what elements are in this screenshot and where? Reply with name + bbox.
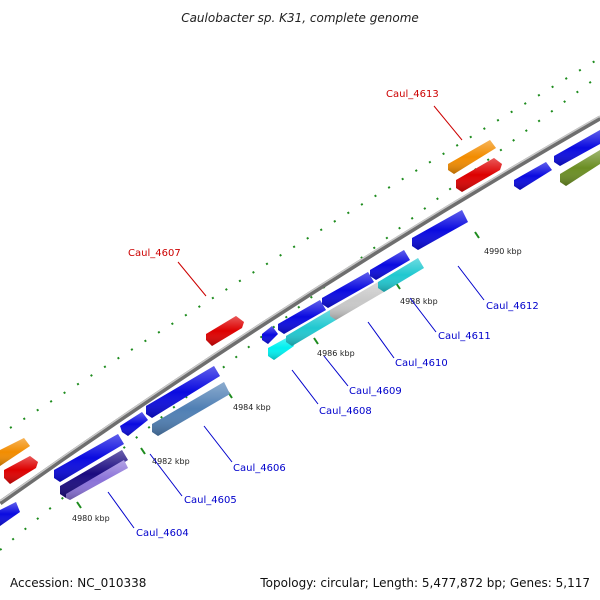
tick-label-4980: 4980 kbp [72, 514, 110, 523]
gene-feature-caul-4606-shade [152, 382, 230, 436]
gene-feature-caul-4613-orange-shade [448, 140, 496, 174]
gene-feature-caul-4604-shade [54, 434, 124, 482]
gene-label-caul-4610: Caul_4610 [395, 358, 448, 369]
gene-feature-caul-4613-red-shade [456, 158, 502, 192]
callout-line-4610 [367, 321, 395, 359]
genome-backbone [0, 115, 600, 506]
tick-label-4982: 4982 kbp [152, 457, 190, 466]
callout-line-4612 [457, 265, 485, 301]
gene-feature-blue-4608b-shade [278, 300, 326, 334]
tick-label-4990: 4990 kbp [484, 247, 522, 256]
callout-line-4604 [107, 491, 135, 529]
gene-label-caul-4609: Caul_4609 [349, 386, 402, 397]
gene-feature-blue-right-a-shade [514, 162, 552, 190]
gene-feature-blue-4606a-shade [120, 412, 148, 436]
gene-feature-caul-4607-shade [206, 316, 244, 346]
tick-label-4988: 4988 kbp [400, 297, 438, 306]
gene-feature-olive-right-shade [560, 150, 600, 186]
gene-label-caul-4606: Caul_4606 [233, 463, 286, 474]
gene-feature-caul-4610-shade [330, 282, 384, 320]
gene-feature-blue-4611-shade [370, 250, 410, 280]
callout-line-4605 [149, 453, 183, 497]
callout-line-4606 [203, 425, 233, 463]
outer-strand-features [0, 140, 502, 484]
gene-feature-orange-left-shade [0, 438, 30, 466]
tick-label-4984: 4984 kbp [233, 403, 271, 412]
gene-feature-caul-4611-shade [378, 258, 424, 292]
gene-label-caul-4604: Caul_4604 [136, 528, 189, 539]
tick-label-4986: 4986 kbp [317, 349, 355, 358]
outer-dotted-ring [0, 74, 600, 551]
gene-label-caul-4607: Caul_4607 [128, 248, 181, 259]
callout-lines [107, 105, 485, 529]
gene-feature-red-left-shade [4, 456, 38, 484]
gene-label-caul-4612: Caul_4612 [486, 301, 539, 312]
gene-feature-caul-4612-shade [412, 210, 468, 250]
callout-line-4608 [291, 369, 319, 405]
topology-text: Topology: circular; Length: 5,477,872 bp… [259, 576, 590, 590]
inner-dotted-ring [9, 57, 600, 429]
gene-feature-caul-4609-shade [286, 310, 336, 346]
gene-feature-blue-edge-shade [0, 502, 20, 526]
map-title: Caulobacter sp. K31, complete genome [181, 11, 419, 25]
inner-strand-features [0, 130, 600, 526]
callout-line-4613 [433, 105, 463, 141]
gene-label-caul-4608: Caul_4608 [319, 406, 372, 417]
gene-feature-caul-4605-shade [60, 450, 128, 498]
gene-feature-caul-4605-light-shade [66, 460, 128, 500]
callout-line-4609 [323, 355, 349, 387]
genome-backbone-highlight [0, 115, 600, 502]
gene-feature-blue-right-b-shade [554, 130, 600, 166]
gene-label-caul-4605: Caul_4605 [184, 495, 237, 506]
callout-line-4611 [409, 297, 437, 333]
gene-label-caul-4611: Caul_4611 [438, 331, 491, 342]
gene-feature-blue-4609-shade [322, 272, 374, 308]
gene-label-caul-4613: Caul_4613 [386, 89, 439, 100]
callout-line-4607 [177, 261, 207, 297]
accession-text: Accession: NC_010338 [10, 576, 146, 590]
gene-feature-blue-4608a-shade [262, 326, 278, 344]
gene-feature-blue-4606b-shade [146, 366, 220, 418]
